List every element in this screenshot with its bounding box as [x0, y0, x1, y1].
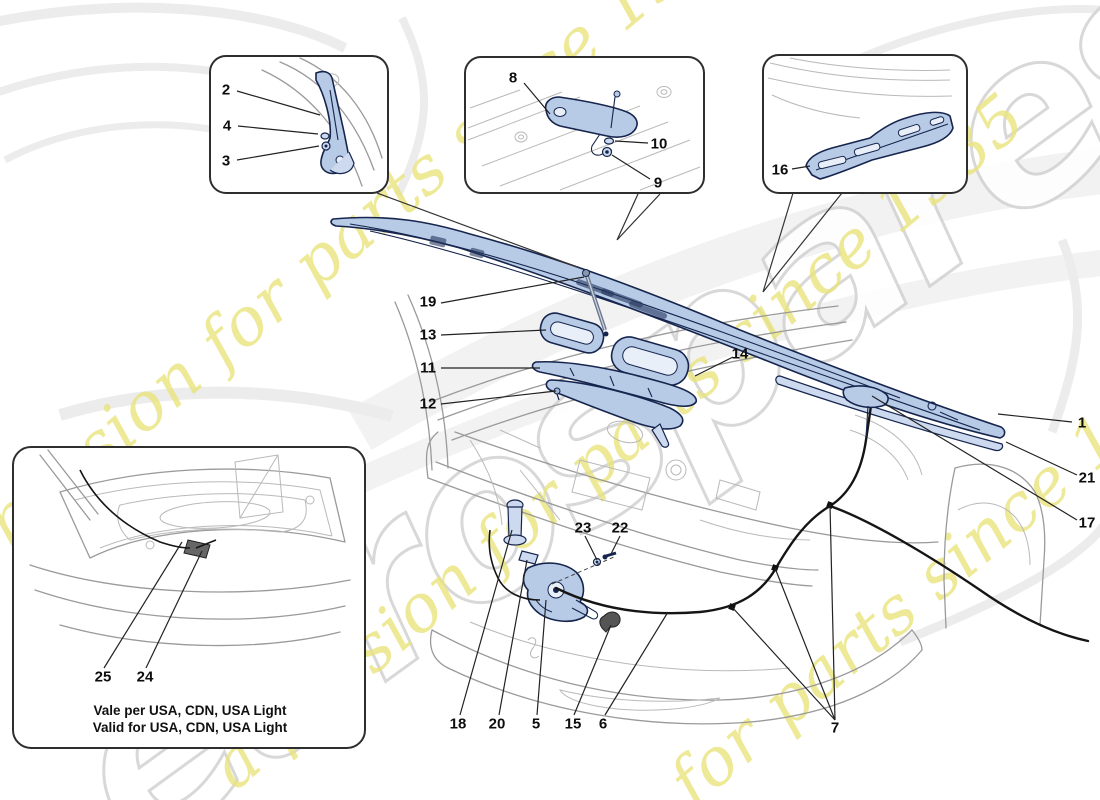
release-cable — [488, 385, 1090, 643]
part-callout-18[interactable]: 18 — [449, 715, 467, 733]
part-callout-20[interactable]: 20 — [488, 715, 506, 733]
release-lever — [842, 385, 889, 409]
part-callout-24[interactable]: 24 — [136, 668, 154, 686]
part-callout-14[interactable]: 14 — [731, 345, 749, 363]
usa-note-line-english: Valid for USA, CDN, USA Light — [92, 720, 288, 735]
part-callout-15[interactable]: 15 — [564, 715, 582, 733]
part-callout-8[interactable]: 8 — [508, 69, 518, 87]
striker-bracket — [544, 96, 638, 138]
lid-edge-strip — [775, 375, 1004, 452]
inset-box-latch-striker-detail — [464, 56, 705, 194]
part-callout-16[interactable]: 16 — [771, 161, 789, 179]
leader-lines — [103, 82, 1078, 721]
part-callout-13[interactable]: 13 — [419, 326, 437, 344]
part-callout-23[interactable]: 23 — [574, 519, 592, 537]
gas-strut — [582, 269, 609, 337]
inset-callout-lines — [376, 192, 843, 293]
part-callout-19[interactable]: 19 — [419, 293, 437, 311]
part-callout-17[interactable]: 17 — [1078, 514, 1096, 532]
usa-note-line-italian: Vale per USA, CDN, USA Light — [93, 703, 287, 718]
vent-surrounds — [539, 312, 690, 386]
part-callout-5[interactable]: 5 — [531, 715, 541, 733]
inset-box-seal-bracket-detail — [762, 54, 968, 194]
part-callout-4[interactable]: 4 — [222, 117, 232, 135]
part-callout-11[interactable]: 11 — [420, 359, 436, 377]
part-callout-10[interactable]: 10 — [650, 135, 668, 153]
part-callout-6[interactable]: 6 — [598, 715, 608, 733]
inset-box-hinge-detail — [209, 55, 389, 194]
part-callout-2[interactable]: 2 — [221, 81, 231, 99]
part-callout-3[interactable]: 3 — [221, 152, 231, 170]
part-callout-1[interactable]: 1 — [1077, 414, 1087, 432]
part-callout-9[interactable]: 9 — [653, 174, 663, 192]
front-bumper-lines — [429, 621, 923, 725]
part-callout-12[interactable]: 12 — [419, 395, 437, 413]
part-callout-21[interactable]: 21 — [1078, 469, 1096, 487]
part-callout-22[interactable]: 22 — [611, 519, 629, 537]
vent-grilles — [531, 360, 697, 448]
part-callout-25[interactable]: 25 — [94, 668, 112, 686]
inset-box-usa-release-detail — [12, 446, 366, 749]
usa-market-note: Vale per USA, CDN, USA Light Valid for U… — [30, 702, 350, 736]
part-callout-7[interactable]: 7 — [830, 719, 840, 737]
engine-bay-lines — [425, 414, 939, 587]
